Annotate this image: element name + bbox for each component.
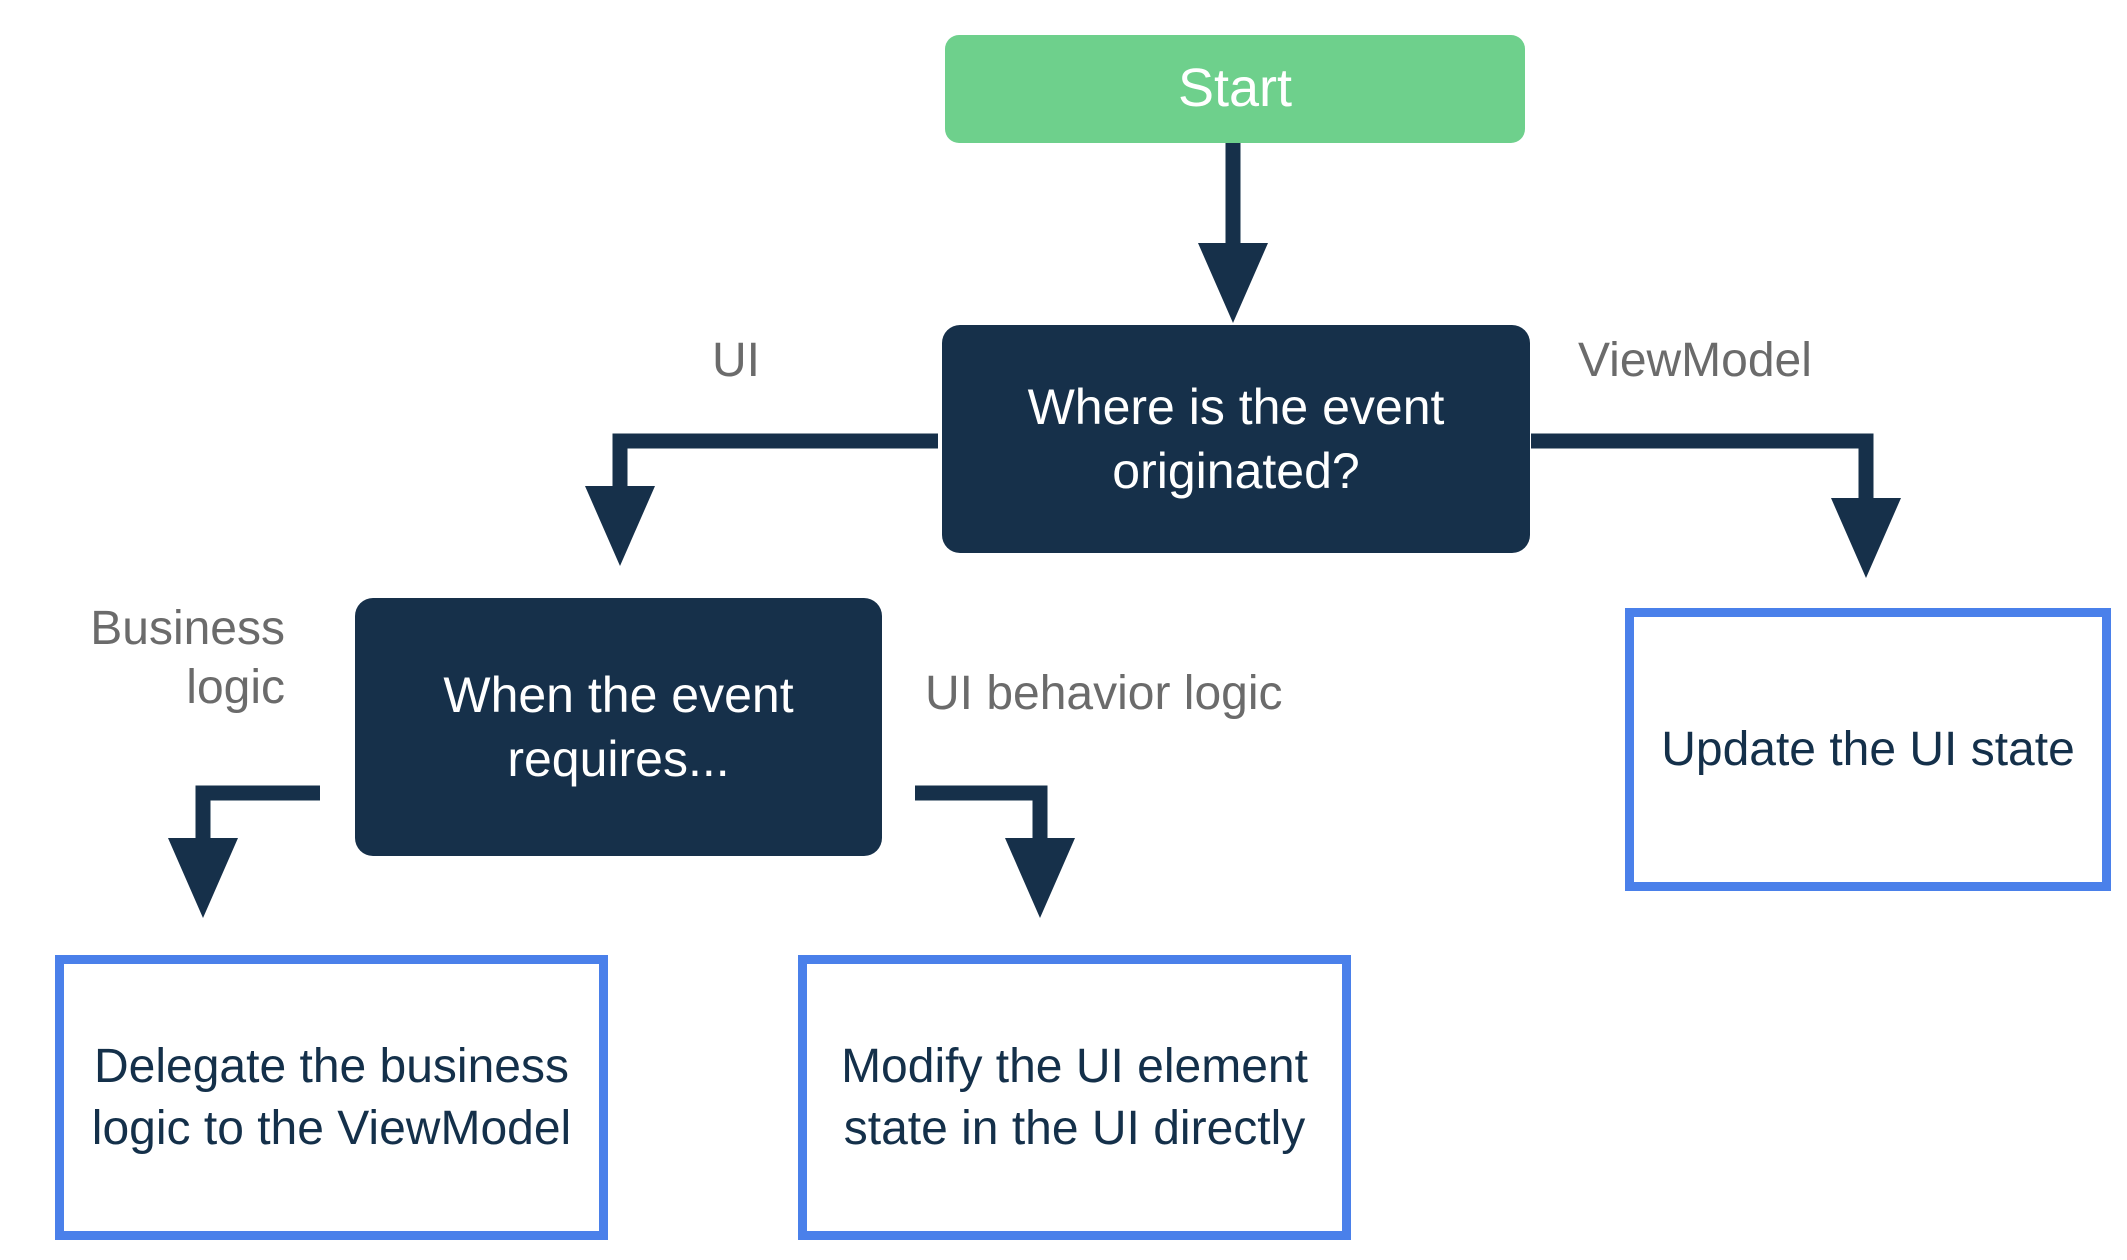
node-update-the-ui-state[interactable]: Update the UI state (1625, 608, 2111, 891)
node-delegate-the-business-logic-to-the-viewmodel[interactable]: Delegate the business logic to the ViewM… (55, 955, 608, 1240)
node-where-is-the-event-originated[interactable]: Where is the event originated? (942, 325, 1530, 553)
edge-label-ui-behavior-logic: UI behavior logic (925, 667, 1283, 720)
node-when-the-event-requires[interactable]: When the event requires... (355, 598, 882, 856)
connector-decision-to-requires (585, 433, 938, 566)
edge-label-ui: UI (712, 334, 760, 387)
edge-label-business-logic: Business logic (90, 602, 285, 714)
node-where-is-the-event-originated-label: Where is the event originated? (1027, 379, 1445, 499)
node-modify-the-ui-element-state-in-the-ui-directly[interactable]: Modify the UI element state in the UI di… (798, 955, 1351, 1240)
node-update-the-ui-state-label: Update the UI state (1661, 722, 2075, 776)
node-delegate-the-business-logic-to-the-viewmodel-label: Delegate the business logic to the ViewM… (91, 1040, 572, 1155)
node-when-the-event-requires-label: When the event requires... (443, 667, 794, 787)
edge-label-viewmodel: ViewModel (1578, 334, 1812, 387)
connector-requires-to-delegate (168, 785, 320, 918)
node-modify-the-ui-element-state-in-the-ui-directly-label: Modify the UI element state in the UI di… (841, 1040, 1308, 1155)
connector-start-to-decision (1198, 142, 1268, 323)
node-start-label: Start (1177, 58, 1293, 119)
connector-requires-to-modify-ui (915, 785, 1075, 918)
connector-decision-to-update-ui-state (1531, 433, 1901, 578)
node-start[interactable]: Start (945, 35, 1525, 143)
